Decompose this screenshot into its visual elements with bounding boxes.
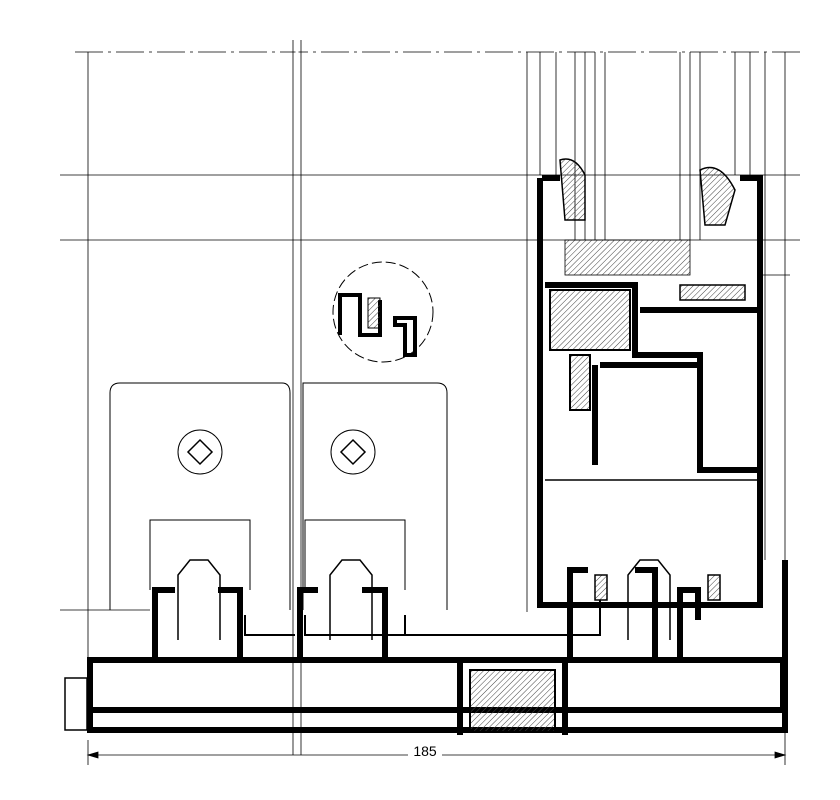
dimension-label: 185 bbox=[408, 743, 442, 759]
screw-heads bbox=[177, 429, 376, 475]
gaskets bbox=[559, 158, 746, 601]
detail-callout bbox=[332, 261, 434, 363]
sliding-sash bbox=[537, 175, 763, 608]
roller-housings bbox=[109, 382, 448, 610]
outer-frame bbox=[64, 560, 788, 735]
construction-lines bbox=[60, 40, 800, 755]
glazing-lines bbox=[539, 52, 751, 276]
rails bbox=[152, 559, 701, 658]
